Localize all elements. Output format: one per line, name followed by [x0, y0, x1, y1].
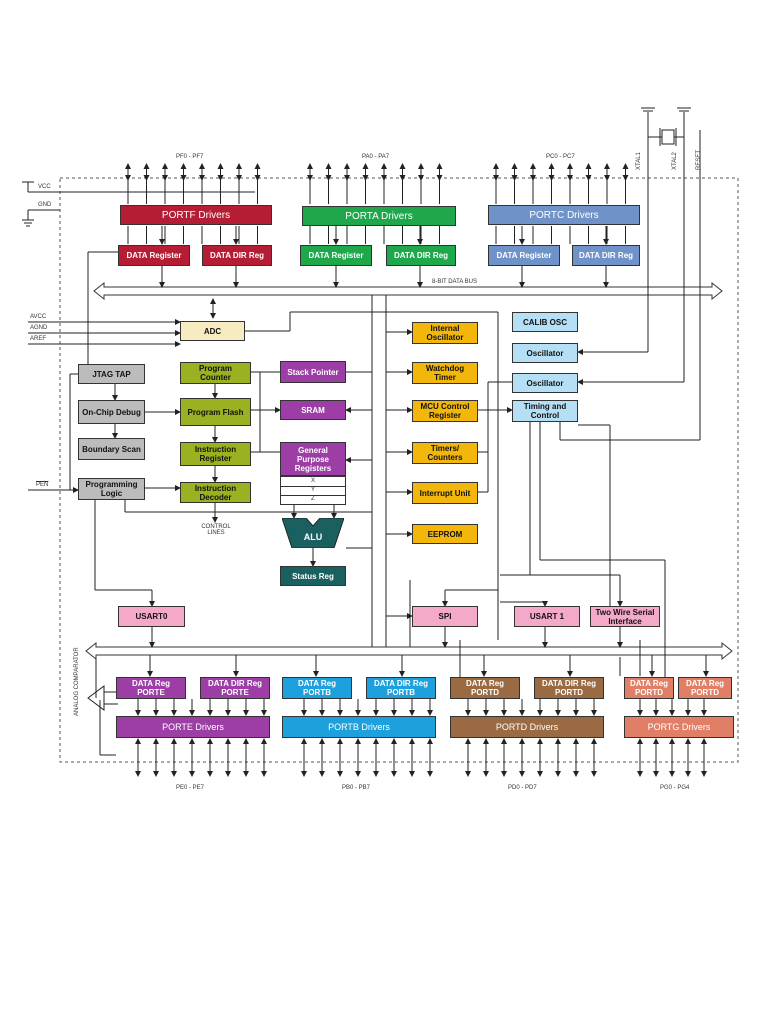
oscillator-1-block: Oscillator: [512, 343, 578, 363]
avcc-label: AVCC: [30, 314, 47, 320]
agnd-label: AGND: [30, 325, 48, 331]
xtal1-label: XTAL1: [636, 152, 642, 170]
porte-data-register: DATA Reg PORTE: [116, 677, 186, 699]
pb-pins-label: PB0 - PB7: [342, 785, 371, 791]
data-bus-label: 8-BIT DATA BUS: [432, 279, 478, 285]
portb-data-dir-register: DATA DIR Reg PORTB: [366, 677, 436, 699]
pg-pins-label: PG0 - PG4: [660, 785, 690, 791]
on-chip-debug-block: On-Chip Debug: [78, 400, 145, 424]
portg-data-dir-register: DATA Reg PORTD: [678, 677, 732, 699]
pc-pins-label: PC0 - PC7: [546, 154, 575, 160]
y-register-label: Y: [311, 487, 316, 493]
analog-comparator-label: ANALOG COMPARATOR: [74, 647, 80, 716]
top-pin-lines: [125, 163, 629, 204]
portd-data-dir-register: DATA DIR Reg PORTD: [534, 677, 604, 699]
core-wiring: [69, 226, 709, 756]
porta-drivers: PORTA Drivers: [302, 206, 456, 226]
control-lines-label: CONTROL LINES: [201, 524, 231, 536]
vcc-label: VCC: [38, 184, 51, 190]
mcu-control-register-block: MCU Control Register: [412, 400, 478, 422]
chip-boundary: [59, 177, 739, 763]
power-lines: [22, 181, 255, 493]
portd-data-register: DATA Reg PORTD: [450, 677, 520, 699]
reset-label: RESET: [696, 149, 702, 170]
portd-drivers: PORTD Drivers: [450, 716, 604, 738]
porta-data-register: DATA Register: [300, 245, 372, 266]
stack-pointer-block: Stack Pointer: [280, 361, 346, 383]
gnd-label: GND: [38, 202, 52, 208]
alu-shape: [282, 518, 344, 548]
oscillator-2-block: Oscillator: [512, 373, 578, 393]
portf-data-register: DATA Register: [118, 245, 190, 266]
portg-drivers: PORTG Drivers: [624, 716, 734, 738]
pen-label: PEN: [36, 482, 49, 488]
program-flash-block: Program Flash: [180, 398, 251, 426]
pe-pins-label: PE0 - PE7: [176, 785, 205, 791]
watchdog-timer-block: Watchdog Timer: [412, 362, 478, 384]
aref-label: AREF: [30, 336, 47, 342]
pd-pins-label: PD0 - PD7: [508, 785, 537, 791]
bottom-pin-lines: [135, 738, 707, 777]
two-wire-serial-interface-block: Two Wire Serial Interface: [590, 606, 660, 627]
timers-counters-block: Timers/ Counters: [412, 442, 478, 464]
programming-logic-block: Programming Logic: [78, 478, 145, 500]
calib-osc-block: CALIB OSC: [512, 312, 578, 332]
status-register-block: Status Reg: [280, 566, 346, 586]
xtal2-label: XTAL2: [672, 152, 678, 170]
z-register-label: Z: [311, 496, 315, 502]
portc-drivers: PORTC Drivers: [488, 205, 640, 225]
porte-drivers: PORTE Drivers: [116, 716, 270, 738]
interrupt-unit-block: Interrupt Unit: [412, 482, 478, 504]
portg-data-register: DATA Reg PORTD: [624, 677, 674, 699]
alu-label: ALU: [303, 531, 323, 542]
bottom-data-bus: [85, 641, 733, 661]
top-data-bus: [93, 281, 723, 301]
program-counter-block: Program Counter: [180, 362, 251, 384]
porte-data-dir-register: DATA DIR Reg PORTE: [200, 677, 270, 699]
xyz-registers: X Y Z: [280, 476, 346, 505]
adc-block: ADC: [180, 321, 245, 341]
instruction-decoder-block: Instruction Decoder: [180, 482, 251, 503]
porta-data-dir-register: DATA DIR Reg: [386, 245, 456, 266]
usart0-block: USART0: [118, 606, 185, 627]
portb-data-register: DATA Reg PORTB: [282, 677, 352, 699]
sram-block: SRAM: [280, 400, 346, 420]
portc-data-dir-register: DATA DIR Reg: [572, 245, 640, 266]
spi-block: SPI: [412, 606, 478, 627]
portc-data-register: DATA Register: [488, 245, 560, 266]
portf-data-dir-register: DATA DIR Reg: [202, 245, 272, 266]
eeprom-block: EEPROM: [412, 524, 478, 544]
internal-oscillator-block: Internal Oscillator: [412, 322, 478, 344]
usart1-block: USART 1: [514, 606, 580, 627]
timing-and-control-block: Timing and Control: [512, 400, 578, 422]
boundary-scan-block: Boundary Scan: [78, 438, 145, 460]
jtag-tap-block: JTAG TAP: [78, 364, 145, 384]
pf-pins-label: PF0 - PF7: [176, 154, 204, 160]
pa-pins-label: PA0 - PA7: [362, 154, 390, 160]
x-register-label: X: [311, 478, 316, 484]
portb-drivers: PORTB Drivers: [282, 716, 436, 738]
instruction-register-block: Instruction Register: [180, 442, 251, 466]
crystal-lines: [557, 107, 701, 441]
port-internal-lines: [127, 226, 707, 716]
portf-drivers: PORTF Drivers: [120, 205, 272, 225]
general-purpose-registers-block: General Purpose Registers: [280, 442, 346, 476]
